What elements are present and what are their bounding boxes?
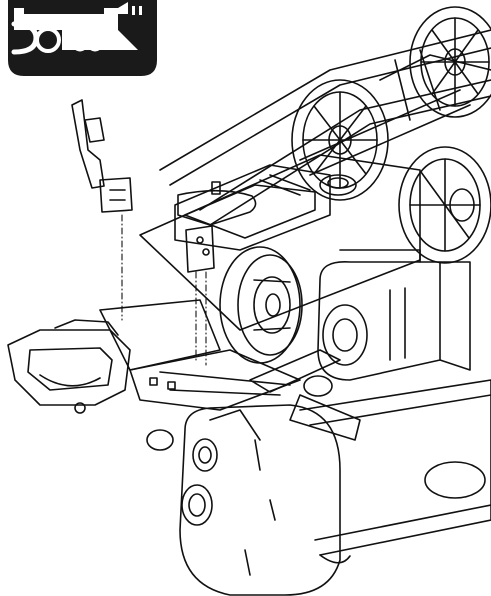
coupler-hook	[7, 319, 131, 414]
driving-wheel-front	[398, 146, 491, 264]
assembly-guide-lines	[121, 214, 207, 366]
buffer-beam	[99, 299, 301, 411]
driving-wheel-rear	[409, 6, 491, 118]
cylinder	[317, 249, 471, 381]
smokebox	[146, 404, 341, 596]
pony-truck-wheel	[219, 246, 303, 364]
exploded-bracket-parts	[71, 99, 257, 273]
frame-rear	[159, 29, 491, 226]
valve-gear-linkage	[209, 349, 361, 441]
driving-wheel-middle	[291, 79, 389, 201]
main-frame	[139, 154, 421, 331]
locomotive-icon	[8, 0, 157, 76]
boiler-barrel	[299, 379, 491, 564]
